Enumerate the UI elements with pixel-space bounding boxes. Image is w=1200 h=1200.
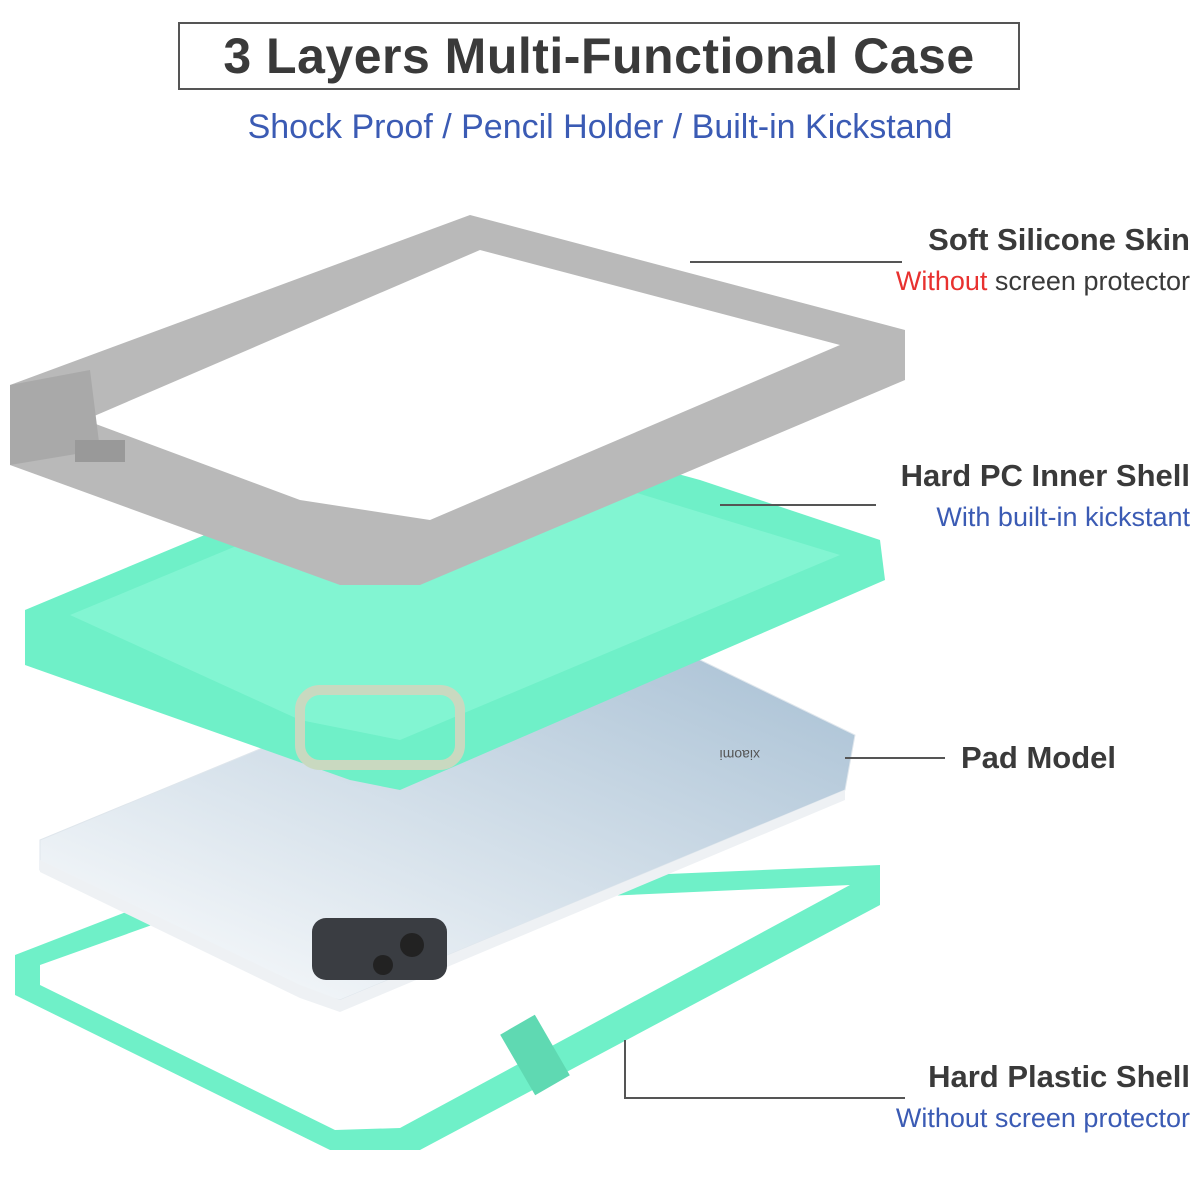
- soft-silicone-skin: [10, 215, 905, 585]
- title-box: 3 Layers Multi-Functional Case: [178, 22, 1020, 90]
- page-title: 3 Layers Multi-Functional Case: [223, 28, 975, 84]
- callout-pad-model: Pad Model: [961, 740, 1116, 776]
- callout-hard-pc-inner-shell: Hard PC Inner Shell With built-in kickst…: [901, 458, 1190, 533]
- pad-model: xiaomi: [39, 654, 856, 1012]
- callout-subtext-rest: screen protector: [987, 266, 1190, 296]
- callout-subtext: Without screen protector: [895, 1103, 1190, 1133]
- callout-heading: Pad Model: [960, 740, 1116, 775]
- leader-lines: [624, 261, 945, 1099]
- callout-subtext: Without screen protector: [896, 266, 1190, 297]
- hard-pc-inner-shell: [25, 420, 885, 790]
- callout-heading: Hard PC Inner Shell: [900, 458, 1190, 493]
- callout-highlight: Without: [895, 266, 988, 296]
- callout-hard-plastic-shell: Hard Plastic Shell Without screen protec…: [896, 1059, 1190, 1134]
- tablet-logo: xiaomi: [720, 747, 760, 763]
- page-subtitle: Shock Proof / Pencil Holder / Built-in K…: [247, 108, 953, 146]
- callout-subtext: With built-in kickstant: [936, 502, 1190, 532]
- callout-heading: Soft Silicone Skin: [928, 222, 1190, 257]
- callout-heading: Hard Plastic Shell: [928, 1059, 1190, 1094]
- callout-soft-silicone-skin: Soft Silicone Skin Without screen protec…: [896, 222, 1190, 297]
